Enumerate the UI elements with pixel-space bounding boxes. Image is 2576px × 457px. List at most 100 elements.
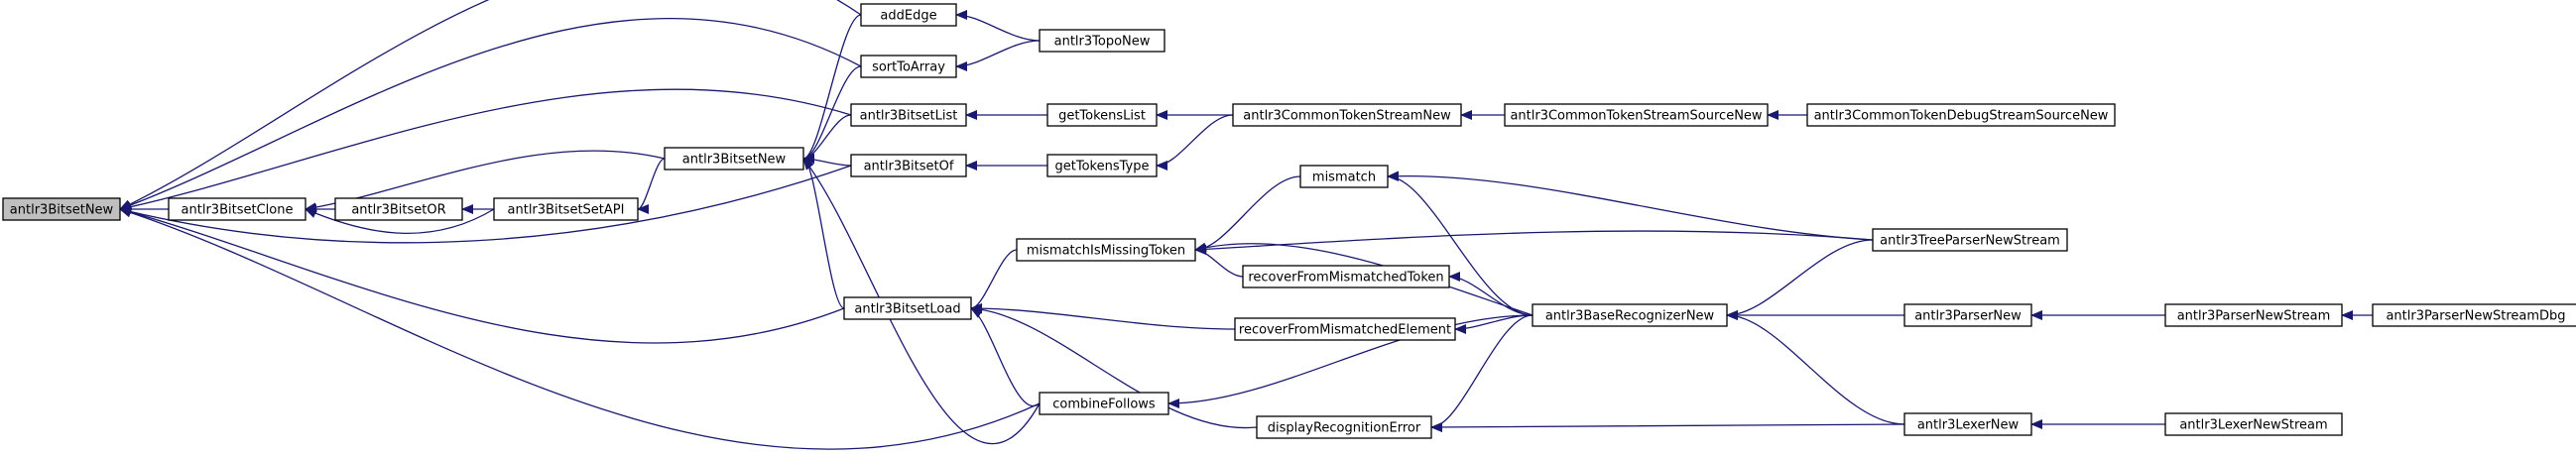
edge-sortToArray-to-antlr3BitsetNew [119, 18, 862, 210]
node-label: antlr3TopoNew [1054, 35, 1151, 50]
node-box[interactable] [1232, 103, 1462, 127]
node-mismatchIsMissingToken[interactable]: mismatchIsMissingToken [1016, 238, 1196, 262]
node-box[interactable] [2, 197, 121, 221]
node-box[interactable] [2372, 303, 2576, 327]
node-box[interactable] [1872, 228, 2068, 252]
node-box[interactable] [1242, 265, 1450, 288]
node-label: antlr3ParserNewStreamDbg [2386, 309, 2565, 324]
edge-displayRecognitionError-to-antlr3BitsetLoad [970, 303, 1258, 429]
node-antlr3BitsetNew[interactable]: antlr3BitsetNew [664, 147, 804, 171]
node-box[interactable] [664, 147, 804, 171]
node-box[interactable] [850, 154, 967, 177]
edge-antlr3BitsetLoad-to-antlr3BitsetNew [802, 154, 845, 309]
node-label: antlr3CommonTokenStreamNew [1243, 109, 1451, 124]
node-label: mismatch [1312, 171, 1376, 185]
node-recoverFromMismatchedElement[interactable]: recoverFromMismatchedElement [1234, 317, 1456, 341]
node-box[interactable] [860, 55, 957, 78]
node-sortToArray[interactable]: sortToArray [860, 55, 957, 78]
node-box[interactable] [1532, 303, 1728, 327]
node-combineFollows[interactable]: combineFollows [1039, 392, 1169, 415]
node-antlr3LexerNewStream[interactable]: antlr3LexerNewStream [2164, 412, 2343, 436]
node-box[interactable] [843, 296, 972, 320]
node-antlr3CommonTokenDebugStreamSourceNew[interactable]: antlr3CommonTokenDebugStreamSourceNew [1806, 103, 2116, 127]
node-antlr3BitsetSetAPI[interactable]: antlr3BitsetSetAPI [493, 197, 639, 221]
edge-combineFollows-to-antlr3BitsetNew [802, 158, 1041, 445]
node-antlr3BaseRecognizerNew[interactable]: antlr3BaseRecognizerNew [1532, 303, 1728, 327]
edge-antlr3BitsetOf-to-antlr3BitsetNew [802, 154, 852, 167]
node-recoverFromMismatchedToken[interactable]: recoverFromMismatchedToken [1242, 265, 1450, 288]
node-box[interactable] [1016, 238, 1196, 262]
edge-antlr3TopoNew-to-sortToArray [955, 40, 1041, 71]
node-displayRecognitionError[interactable]: displayRecognitionError [1256, 415, 1432, 439]
node-box[interactable] [1046, 154, 1158, 177]
edge-antlr3LexerNew-to-displayRecognitionError [1430, 421, 1905, 432]
edge-antlr3BaseRecognizerNew-to-recoverFromMismatchedToken [1448, 272, 1533, 316]
node-box[interactable] [1903, 303, 2032, 327]
node-label: antlr3LexerNew [1917, 418, 2020, 433]
node-mismatch[interactable]: mismatch [1299, 165, 1389, 188]
node-label: antlr3CommonTokenDebugStreamSourceNew [1814, 109, 2109, 124]
edge-antlr3TreeParserNewStream-to-antlr3BaseRecognizerNew [1726, 239, 1874, 320]
node-label: antlr3LexerNewStream [2179, 418, 2327, 433]
node-antlr3BitsetLoad[interactable]: antlr3BitsetLoad [843, 296, 972, 320]
node-antlr3ParserNew[interactable]: antlr3ParserNew [1903, 303, 2032, 327]
node-label: antlr3BitsetSetAPI [508, 203, 625, 218]
edge-antlr3CommonTokenStreamNew-to-getTokensType [1156, 114, 1234, 171]
node-label: recoverFromMismatchedToken [1248, 271, 1443, 286]
edge-antlr3LexerNew-to-antlr3BaseRecognizerNew [1726, 310, 1905, 425]
node-box[interactable] [1903, 412, 2032, 436]
node-label: antlr3BitsetLoad [854, 302, 960, 317]
node-antlr3BitsetNew[interactable]: antlr3BitsetNew [2, 197, 121, 221]
node-box[interactable] [493, 197, 639, 221]
node-box[interactable] [1256, 415, 1432, 439]
node-label: addEdge [880, 9, 936, 24]
node-label: sortToArray [872, 60, 945, 75]
edge-mismatchIsMissingToken-to-antlr3BitsetLoad [970, 249, 1018, 313]
node-antlr3BitsetClone[interactable]: antlr3BitsetClone [168, 197, 307, 221]
node-box[interactable] [1234, 317, 1456, 341]
node-antlr3TreeParserNewStream[interactable]: antlr3TreeParserNewStream [1872, 228, 2068, 252]
node-addEdge[interactable]: addEdge [860, 3, 957, 27]
node-box[interactable] [1299, 165, 1389, 188]
node-antlr3CommonTokenStreamNew[interactable]: antlr3CommonTokenStreamNew [1232, 103, 1462, 127]
node-label: antlr3BitsetList [860, 109, 958, 124]
edge-antlr3BaseRecognizerNew-to-mismatch [1387, 171, 1533, 316]
node-antlr3BitsetOR[interactable]: antlr3BitsetOR [334, 197, 463, 221]
node-antlr3BitsetOf[interactable]: antlr3BitsetOf [850, 154, 967, 177]
node-box[interactable] [860, 3, 957, 27]
node-box[interactable] [1504, 103, 1769, 127]
node-label: getTokensType [1055, 160, 1150, 174]
node-label: displayRecognitionError [1268, 421, 1421, 436]
node-getTokensType[interactable]: getTokensType [1046, 154, 1158, 177]
edge-antlr3BitsetOf-to-antlr3BitsetNew [119, 165, 852, 244]
node-box[interactable] [850, 103, 967, 127]
node-antlr3CommonTokenStreamSourceNew[interactable]: antlr3CommonTokenStreamSourceNew [1504, 103, 1769, 127]
edge-antlr3TopoNew-to-addEdge [955, 10, 1041, 42]
node-getTokensList[interactable]: getTokensList [1046, 103, 1158, 127]
node-label: antlr3BitsetOf [864, 160, 954, 174]
node-label: recoverFromMismatchedElement [1239, 323, 1451, 338]
node-box[interactable] [1039, 29, 1165, 53]
node-box[interactable] [2164, 412, 2343, 436]
node-label: antlr3ParserNew [1914, 309, 2022, 324]
node-antlr3ParserNewStream[interactable]: antlr3ParserNewStream [2164, 303, 2343, 327]
edge-antlr3BitsetSetAPI-to-antlr3BitsetClone [305, 208, 495, 234]
node-antlr3BitsetList[interactable]: antlr3BitsetList [850, 103, 967, 127]
edge-antlr3BitsetLoad-to-antlr3BitsetNew [119, 207, 845, 344]
node-label: mismatchIsMissingToken [1027, 244, 1185, 259]
node-antlr3LexerNew[interactable]: antlr3LexerNew [1903, 412, 2032, 436]
node-label: getTokensList [1058, 109, 1146, 124]
node-label: antlr3BitsetNew [682, 153, 787, 168]
node-box[interactable] [1806, 103, 2116, 127]
node-label: antlr3BaseRecognizerNew [1545, 309, 1715, 324]
edge-antlr3BaseRecognizerNew-to-mismatchIsMissingToken [1194, 242, 1533, 316]
edge-antlr3BitsetList-to-antlr3BitsetNew [119, 88, 852, 212]
node-box[interactable] [168, 197, 307, 221]
node-antlr3ParserNewStreamDbg[interactable]: antlr3ParserNewStreamDbg [2372, 303, 2576, 327]
node-box[interactable] [2164, 303, 2343, 327]
edge-recoverFromMismatchedToken-to-mismatchIsMissingToken [1194, 245, 1244, 278]
node-antlr3TopoNew[interactable]: antlr3TopoNew [1039, 29, 1165, 53]
node-box[interactable] [1046, 103, 1158, 127]
node-box[interactable] [334, 197, 463, 221]
node-box[interactable] [1039, 392, 1169, 415]
